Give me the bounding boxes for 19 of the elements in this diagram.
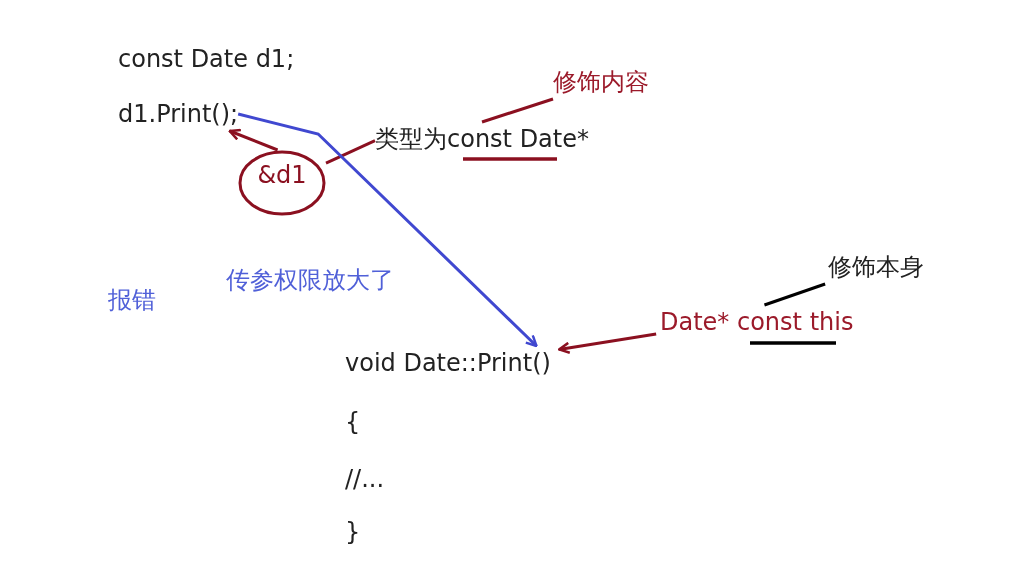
annotation-text: 报错: [108, 285, 156, 316]
code-line: //...: [345, 464, 385, 495]
connector-line: [325, 139, 376, 165]
annotation-text: 修饰内容: [553, 65, 649, 99]
annotation-text: 类型为const Date*: [375, 122, 589, 156]
arrow: [228, 128, 279, 152]
connector-line: [481, 97, 554, 124]
code-line: const Date d1;: [118, 44, 295, 75]
circled-text: &d1: [238, 150, 326, 216]
code-line: {: [345, 407, 361, 438]
annotation-text: Date* const this: [660, 305, 854, 339]
connector-line: [763, 282, 826, 307]
code-line: }: [345, 517, 361, 548]
code-line: d1.Print();: [118, 97, 239, 131]
code-line: void Date::Print(): [345, 346, 551, 380]
annotation-text: 修饰本身: [828, 250, 924, 284]
annotation-text: 传参权限放大了: [226, 265, 394, 296]
arrow: [557, 332, 657, 354]
arrow: [237, 112, 538, 348]
